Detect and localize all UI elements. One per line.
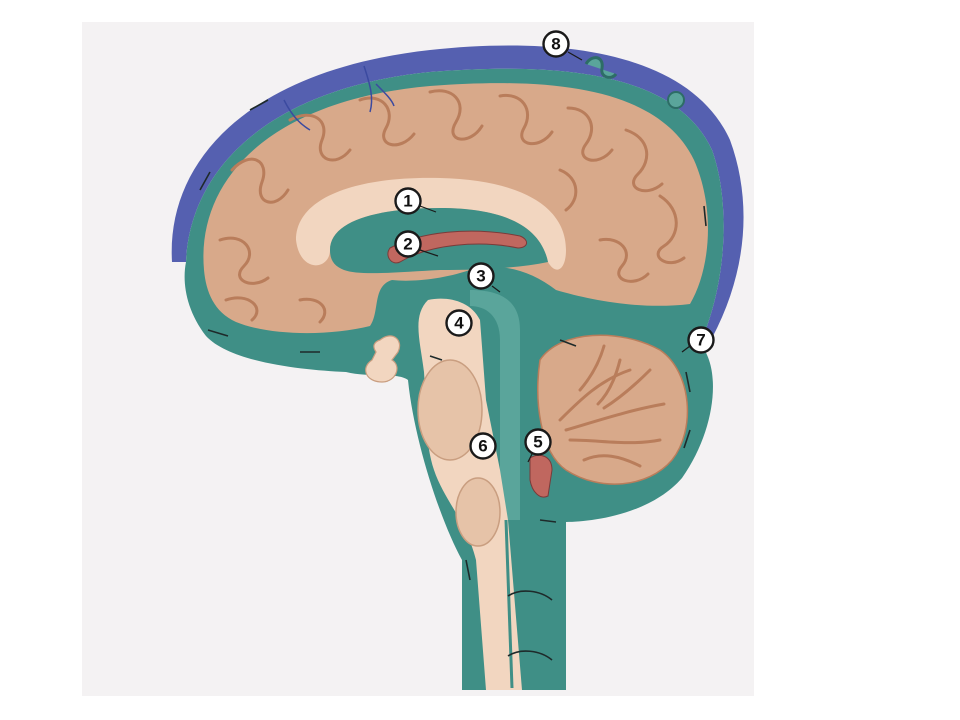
callout-1-label: 1 [403, 192, 412, 211]
choroid-plexus [387, 230, 527, 264]
callout-6: 6 [469, 432, 497, 460]
callout-8: 8 [542, 30, 570, 58]
medulla [455, 477, 501, 547]
callout-4-label: 4 [454, 314, 464, 333]
callout-3-label: 3 [476, 267, 485, 286]
pituitary [365, 335, 401, 383]
callout-8-label: 8 [551, 35, 560, 54]
callout-7-label: 7 [696, 331, 705, 350]
callout-1: 1 [394, 187, 422, 215]
gyri-folds [218, 89, 686, 324]
pons [417, 359, 483, 461]
csf-flow-arrows [199, 99, 707, 661]
central-canal [504, 519, 514, 689]
callout-5-label: 5 [533, 433, 542, 452]
corpus-callosum [296, 177, 566, 270]
arachnoid-granulations [584, 56, 685, 109]
callout-leaders [419, 51, 691, 463]
cerebral-aqueduct [470, 290, 520, 520]
callout-2-label: 2 [403, 235, 412, 254]
callout-6-label: 6 [478, 437, 487, 456]
callout-4: 4 [445, 309, 473, 337]
cerebellum [537, 334, 689, 485]
callout-3: 3 [467, 262, 495, 290]
callout-7: 7 [687, 326, 715, 354]
cortical-veins [283, 65, 395, 131]
callout-5: 5 [524, 428, 552, 456]
callout-2: 2 [394, 230, 422, 258]
